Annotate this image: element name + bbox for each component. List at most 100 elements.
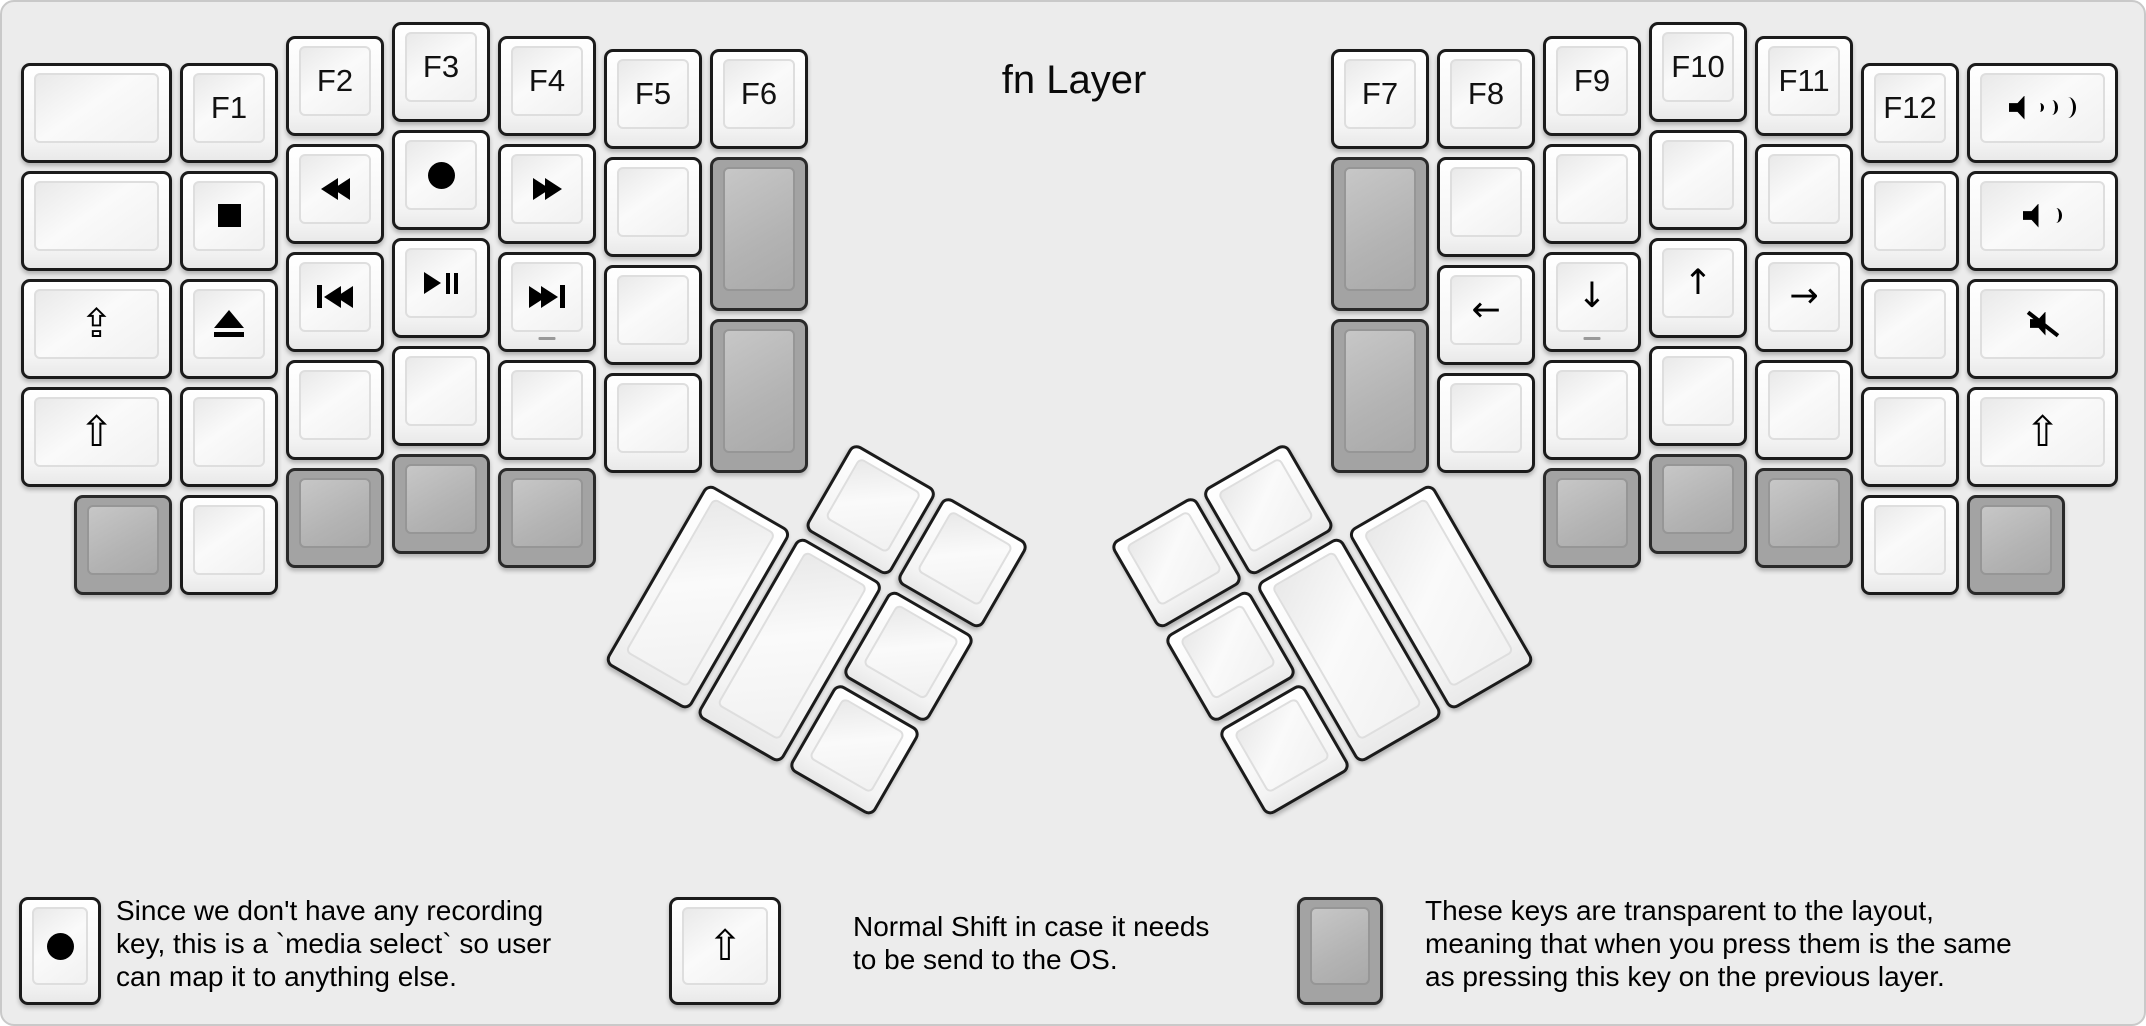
homing-dash [1583, 336, 1601, 340]
key-arrow-right[interactable]: → [1755, 251, 1853, 352]
key-f8[interactable]: F8 [1437, 49, 1535, 149]
key-f7[interactable]: F7 [1331, 49, 1429, 149]
key-volume-down[interactable] [1967, 170, 2118, 271]
key-transparent[interactable] [1331, 157, 1429, 311]
legend-text: Since we don't have any recording key, t… [116, 895, 552, 992]
key-label: F7 [1361, 76, 1399, 111]
volume-up-icon [2009, 95, 2076, 120]
key-blank[interactable] [1649, 130, 1747, 230]
arrow-up-icon: ↑ [1683, 262, 1713, 303]
key-blank[interactable] [1543, 359, 1641, 460]
key-f1[interactable]: F1 [180, 62, 278, 163]
mute-icon [2026, 310, 2060, 337]
key-f11[interactable]: F11 [1755, 35, 1853, 136]
legend-item-shift: ⇧ Normal Shift in case it needs to be se… [669, 897, 1269, 1009]
key-blank[interactable] [604, 373, 702, 473]
key-transparent[interactable] [1543, 467, 1641, 568]
key-f5[interactable]: F5 [604, 49, 702, 149]
key-rewind[interactable] [286, 143, 384, 244]
legend-text: Normal Shift in case it needs to be send… [853, 911, 1210, 975]
key-f9[interactable]: F9 [1543, 35, 1641, 136]
key-fast-forward[interactable] [498, 143, 596, 244]
key-transparent[interactable] [392, 454, 490, 554]
fast-forward-icon [532, 177, 562, 200]
key-blank[interactable] [1861, 170, 1959, 271]
key-blank[interactable] [1437, 373, 1535, 473]
key-blank[interactable] [604, 265, 702, 365]
key-label: F2 [316, 62, 354, 98]
key-eject[interactable] [180, 278, 278, 379]
key-shift[interactable]: ⇧ [21, 386, 172, 487]
key-transparent[interactable] [710, 319, 808, 473]
next-track-icon [529, 285, 565, 308]
key-blank[interactable] [180, 386, 278, 487]
key-blank[interactable] [1861, 278, 1959, 379]
key-f2[interactable]: F2 [286, 35, 384, 136]
legend-key-transparent [1297, 897, 1383, 1005]
prev-track-icon [317, 285, 353, 308]
key-blank[interactable] [1755, 359, 1853, 460]
key-shift[interactable]: ⇧ [1967, 386, 2118, 487]
key-arrow-up[interactable]: ↑ [1649, 238, 1747, 338]
key-transparent[interactable] [1331, 319, 1429, 473]
key-transparent[interactable] [1967, 494, 2065, 595]
key-f4[interactable]: F4 [498, 35, 596, 136]
key-label: F1 [210, 89, 248, 125]
key-volume-up[interactable] [1967, 62, 2118, 163]
homing-dash [538, 336, 556, 340]
key-mute[interactable] [1967, 278, 2118, 379]
key-play-pause[interactable] [392, 238, 490, 338]
caps-lock-icon: ⇪ [79, 300, 114, 347]
legend-key-shift: ⇧ [669, 897, 781, 1005]
key-blank[interactable] [392, 346, 490, 446]
key-transparent[interactable] [286, 467, 384, 568]
key-blank[interactable] [21, 62, 172, 163]
play-pause-icon [424, 272, 458, 294]
key-label: F12 [1883, 89, 1937, 125]
shift-icon: ⇧ [707, 921, 743, 970]
key-next-track[interactable] [498, 251, 596, 352]
key-arrow-down[interactable]: ↓ [1543, 251, 1641, 352]
layer-title: fn Layer [1001, 58, 1147, 102]
key-blank[interactable] [286, 359, 384, 460]
key-f3[interactable]: F3 [392, 22, 490, 122]
key-blank[interactable] [1755, 143, 1853, 244]
key-transparent[interactable] [498, 467, 596, 568]
key-blank[interactable] [1649, 346, 1747, 446]
arrow-left-icon: ← [1471, 289, 1501, 330]
arrow-right-icon: → [1789, 276, 1819, 316]
volume-down-icon [2023, 203, 2062, 228]
key-label: F11 [1778, 62, 1830, 98]
legend-item-media-select: Since we don't have any recording key, t… [19, 895, 659, 1009]
record-icon [427, 161, 455, 189]
key-f6[interactable]: F6 [710, 49, 808, 149]
key-blank[interactable] [1437, 157, 1535, 257]
key-transparent[interactable] [710, 157, 808, 311]
key-label: F9 [1573, 62, 1611, 98]
key-blank[interactable] [180, 494, 278, 595]
key-label: F10 [1671, 49, 1725, 84]
key-stop[interactable] [180, 170, 278, 271]
key-caps-lock[interactable]: ⇪ [21, 278, 172, 379]
key-f10[interactable]: F10 [1649, 22, 1747, 122]
eject-icon [214, 310, 244, 337]
key-transparent[interactable] [1755, 467, 1853, 568]
key-blank[interactable] [498, 359, 596, 460]
key-transparent[interactable] [1649, 454, 1747, 554]
key-arrow-left[interactable]: ← [1437, 265, 1535, 365]
legend-key-record [19, 897, 101, 1005]
key-media-select[interactable] [392, 130, 490, 230]
key-blank[interactable] [1861, 386, 1959, 487]
key-blank[interactable] [21, 170, 172, 271]
key-prev-track[interactable] [286, 251, 384, 352]
key-transparent[interactable] [74, 494, 172, 595]
key-f12[interactable]: F12 [1861, 62, 1959, 163]
key-blank[interactable] [1543, 143, 1641, 244]
key-blank[interactable] [604, 157, 702, 257]
key-blank[interactable] [1861, 494, 1959, 595]
shift-icon: ⇧ [2024, 406, 2061, 456]
rewind-icon [320, 177, 350, 200]
stop-icon [217, 204, 241, 227]
